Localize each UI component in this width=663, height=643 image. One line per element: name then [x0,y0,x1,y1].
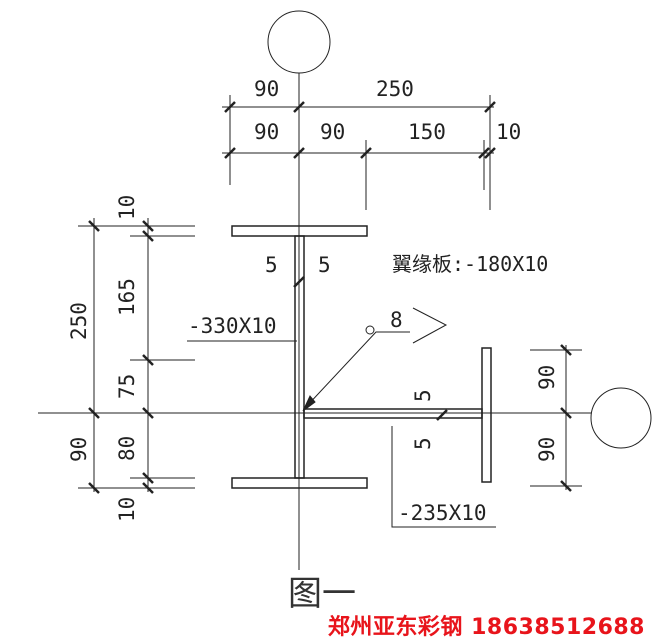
web-plate [294,235,305,479]
web-plate-label: -330X10 [188,314,277,338]
dim-text: 10 [115,497,139,522]
right-axis-bubble [590,387,652,449]
dim-text: 150 [408,120,446,144]
dim-tick [484,147,496,159]
dim-tick [142,354,154,366]
weld-all-around-circle [365,325,375,335]
top-axis-bubble [267,10,331,74]
dim-tick [142,230,154,242]
weld-size-label: 5 [265,253,278,277]
dim-tick [142,482,154,494]
flange-plate-label: 翼缘板:-180X10 [392,252,548,276]
dim-tick [142,472,154,484]
dim-tick [224,101,236,113]
figure-title: 图一 [288,574,356,614]
leader-arrowhead [302,395,316,412]
dim-text: 90 [67,437,91,462]
dim-tick [293,101,305,113]
connected-flange-plate [481,347,492,483]
dim-tick [560,344,572,356]
dim-text: 90 [320,120,345,144]
dim-text: 250 [67,302,91,340]
dim-tick [478,147,490,159]
dim-tick [224,147,236,159]
watermark: 郑州亚东彩钢 18638512688 [328,609,645,641]
dim-tick [560,407,572,419]
weld-size-label: 5 [411,437,435,450]
dim-tick [293,147,305,159]
dim-text: 80 [115,436,139,461]
dim-tick [142,220,154,232]
dim-text: 165 [115,278,139,316]
dim-text: 10 [496,120,521,144]
weld-symbol-size: 8 [390,308,403,332]
watermark-company: 郑州亚东彩钢 [327,615,463,640]
dim-tick [484,101,496,113]
dim-tick [88,220,100,232]
dim-text: 10 [115,195,139,220]
stiffener-leader-line [391,426,496,528]
stiffener-plate-label: -235X10 [398,501,487,525]
dim-text: 90 [535,365,559,390]
weld-size-label: 5 [411,389,435,402]
dim-text: 90 [254,120,279,144]
dim-tick [560,480,572,492]
watermark-phone: 18638512688 [471,615,645,640]
dim-tick [88,482,100,494]
dim-tick [142,407,154,419]
dim-text: 250 [376,77,414,101]
dim-text: 90 [535,437,559,462]
dim-text: 90 [254,77,279,101]
dim-text: 75 [115,374,139,399]
weld-symbol-leader [304,331,410,409]
dim-tick [88,407,100,419]
weld-size-label: 5 [318,253,331,277]
weld-flag-triangle [412,307,448,344]
dim-tick [360,147,372,159]
